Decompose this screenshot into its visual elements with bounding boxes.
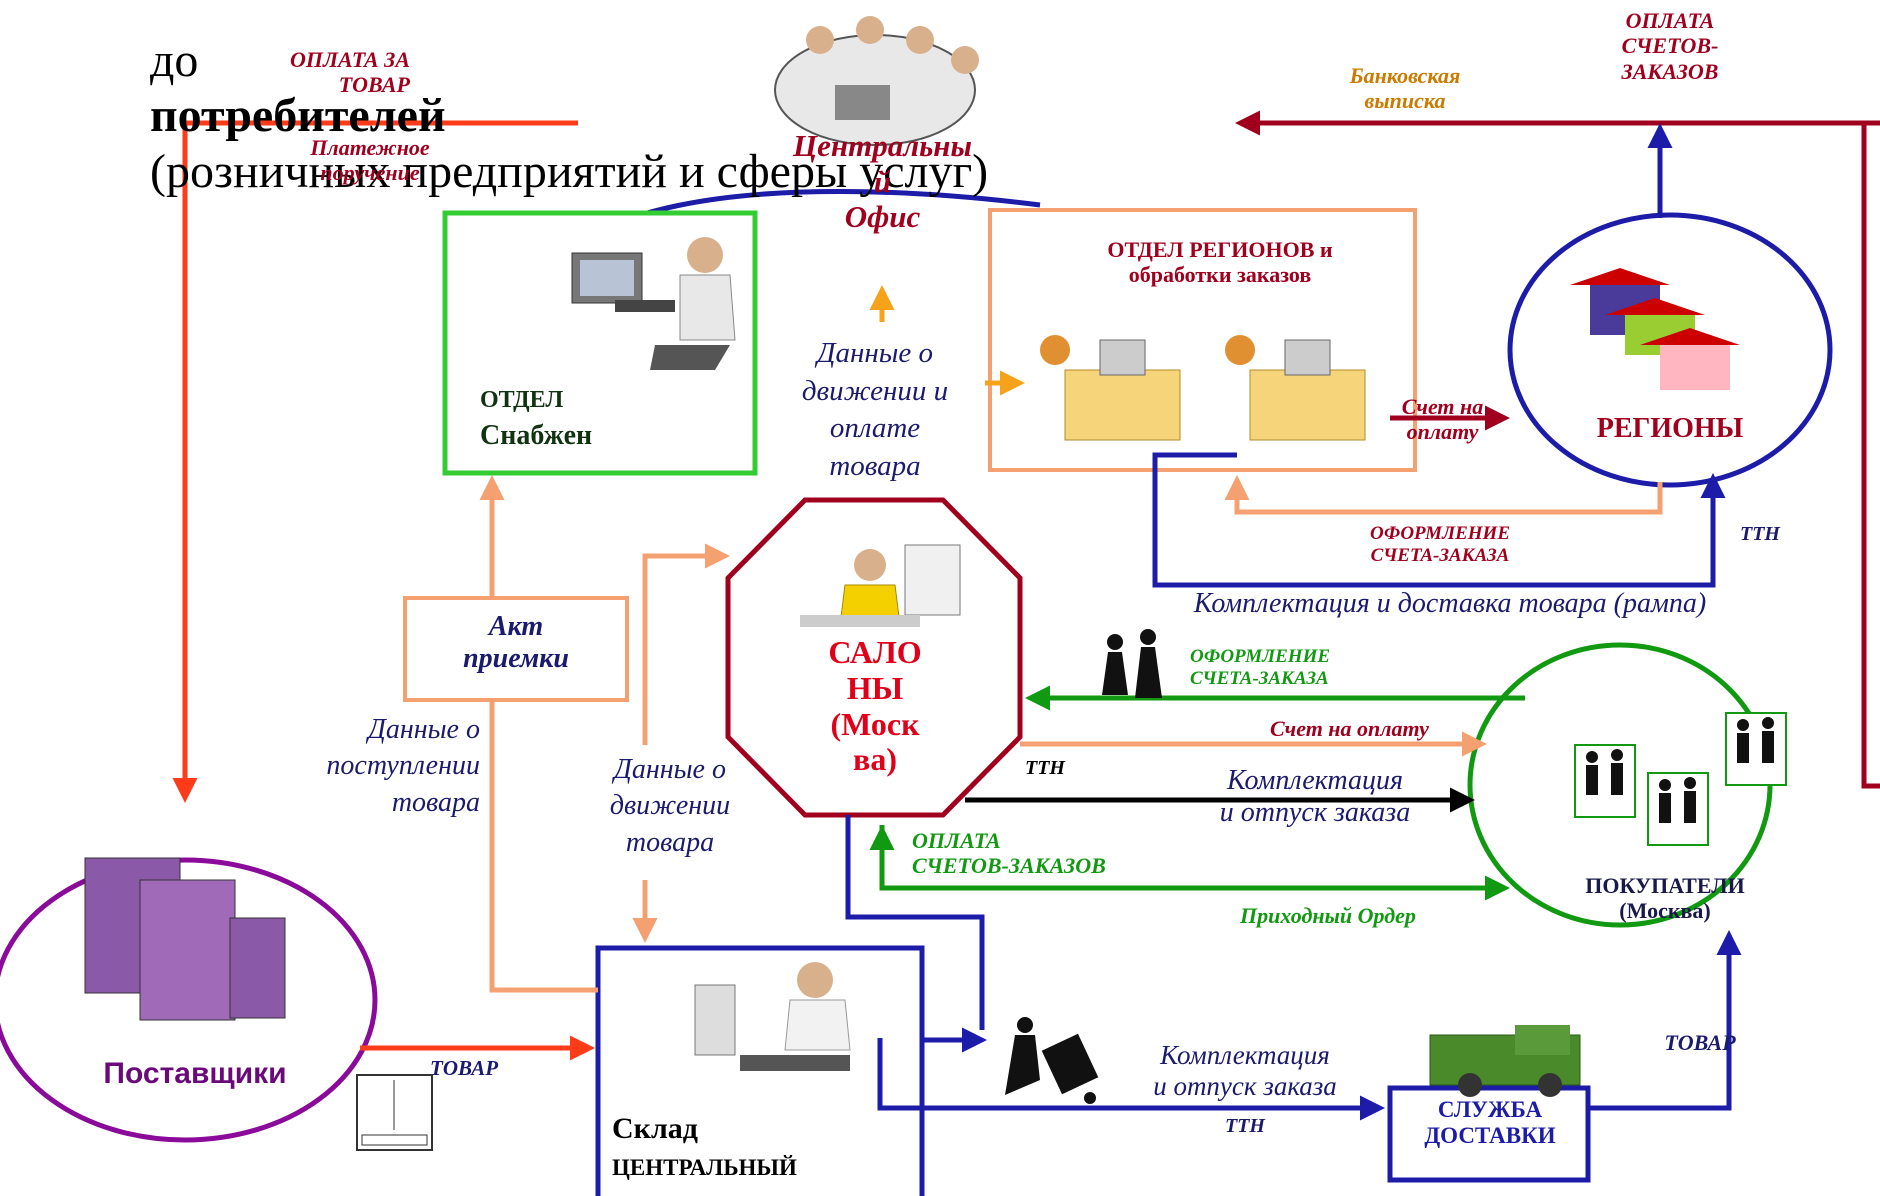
- cabinet-icon: [356, 1074, 433, 1151]
- act-label: Акт приемки: [463, 611, 569, 675]
- warehouse-delivery-arrow: [877, 1038, 1385, 1121]
- houses-clipart: [1570, 268, 1740, 390]
- suppliers-label: Поставщики: [103, 1057, 287, 1090]
- salon-operator-clipart: [800, 544, 961, 627]
- warehouse-line1: Склад: [612, 1112, 698, 1145]
- act-box: [403, 596, 629, 702]
- warehouse-line2: ЦЕНТРАЛЬНЫЙ: [612, 1155, 797, 1180]
- loader-clipart: [1005, 1017, 1099, 1104]
- supply-worker-clipart: [571, 237, 736, 370]
- goods-supplier-label: ТОВАР: [430, 1056, 499, 1080]
- title-prefix: до: [150, 34, 199, 88]
- delivery-buyers-arrow: [1588, 930, 1742, 1111]
- walking-pair-clipart: [1102, 629, 1162, 698]
- delivery-box: [1387, 1085, 1591, 1183]
- movement-payment-label: Данные о движении и оплате товара: [801, 337, 949, 483]
- meeting-clipart: [774, 16, 979, 146]
- buildings-clipart: [84, 857, 286, 1021]
- ttn-salons-label: ТТН: [1025, 757, 1065, 779]
- buyers-label: ПОКУПАТЕЛИ (Москва): [1585, 873, 1745, 924]
- movement-salons-arrow: [642, 543, 730, 745]
- receipt-order-label: Приходный Ордер: [1240, 903, 1416, 928]
- delivery-label: СЛУЖБА ДОСТАВКИ: [1424, 1097, 1556, 1149]
- buyers-people-clipart: [1574, 712, 1787, 846]
- salons-delivery-line: [845, 815, 985, 1030]
- ttn-regions-label: ТТН: [1740, 523, 1780, 545]
- goods-delivery-label: ТОВАР: [1664, 1030, 1736, 1055]
- regions-label: РЕГИОНЫ: [1596, 413, 1744, 444]
- picking-release-bottom-label: Комплектация и отпуск заказа: [1153, 1040, 1337, 1102]
- order-form-regions-arrow: [1224, 475, 1663, 515]
- ramp-label: Комплектация и доставка товара (рампа): [1193, 588, 1707, 619]
- supply-dept-line1: ОТДЕЛ: [480, 387, 564, 413]
- regions-workers-clipart: [1040, 335, 1366, 441]
- title-rest: (розничных предприятий и сферы услуг): [150, 144, 989, 198]
- central-office-label: Центральны й Офис: [793, 128, 972, 235]
- ramp-arrow: [1152, 452, 1726, 588]
- title-bold: потребителей: [150, 89, 446, 143]
- receipt-data-label: Данные о поступлении товара: [326, 714, 480, 818]
- ttn-bottom-label: ТТН: [1225, 1115, 1265, 1137]
- invoice-payment-buyers-label: Счет на оплату: [1270, 716, 1429, 741]
- payment-order-label: Платежное поручение: [310, 135, 430, 186]
- payment-invoices-top-label: ОПЛАТА СЧЕТОВ- ЗАКАЗОВ: [1621, 8, 1719, 84]
- salons-label: САЛО НЫ (Моск ва): [828, 634, 922, 778]
- bank-statement-label: Банковская выписка: [1349, 63, 1461, 114]
- truck-clipart: [1429, 1025, 1581, 1097]
- picking-release-label: Комплектация и отпуск заказа: [1219, 765, 1411, 829]
- bank-right-edge: [1861, 123, 1880, 789]
- regions-dept-label: ОТДЕЛ РЕГИОНОВ и обработки заказов: [1107, 237, 1333, 288]
- order-form-regions-label: ОФОРМЛЕНИЕ СЧЕТА-ЗАКАЗА: [1369, 523, 1511, 566]
- invoice-payment-regions-label: Счет на оплату: [1401, 394, 1484, 445]
- payment-goods-arrow: [172, 120, 578, 803]
- order-form-buyers-label: ОФОРМЛЕНИЕ СЧЕТА-ЗАКАЗА: [1190, 646, 1331, 689]
- act-warehouse-line: [489, 700, 598, 993]
- supply-dept-line2: Снабжен: [480, 420, 593, 451]
- movement-data-label: Данные о движении товара: [609, 754, 731, 858]
- warehouse-worker-clipart: [694, 962, 851, 1071]
- payment-invoices-mid-label: ОПЛАТА СЧЕТОВ-ЗАКАЗОВ: [912, 828, 1106, 879]
- payment-goods-label: ОПЛАТА ЗА ТОВАР: [289, 47, 410, 98]
- page-title: до потребителей (розничных предприятий и…: [150, 0, 1770, 199]
